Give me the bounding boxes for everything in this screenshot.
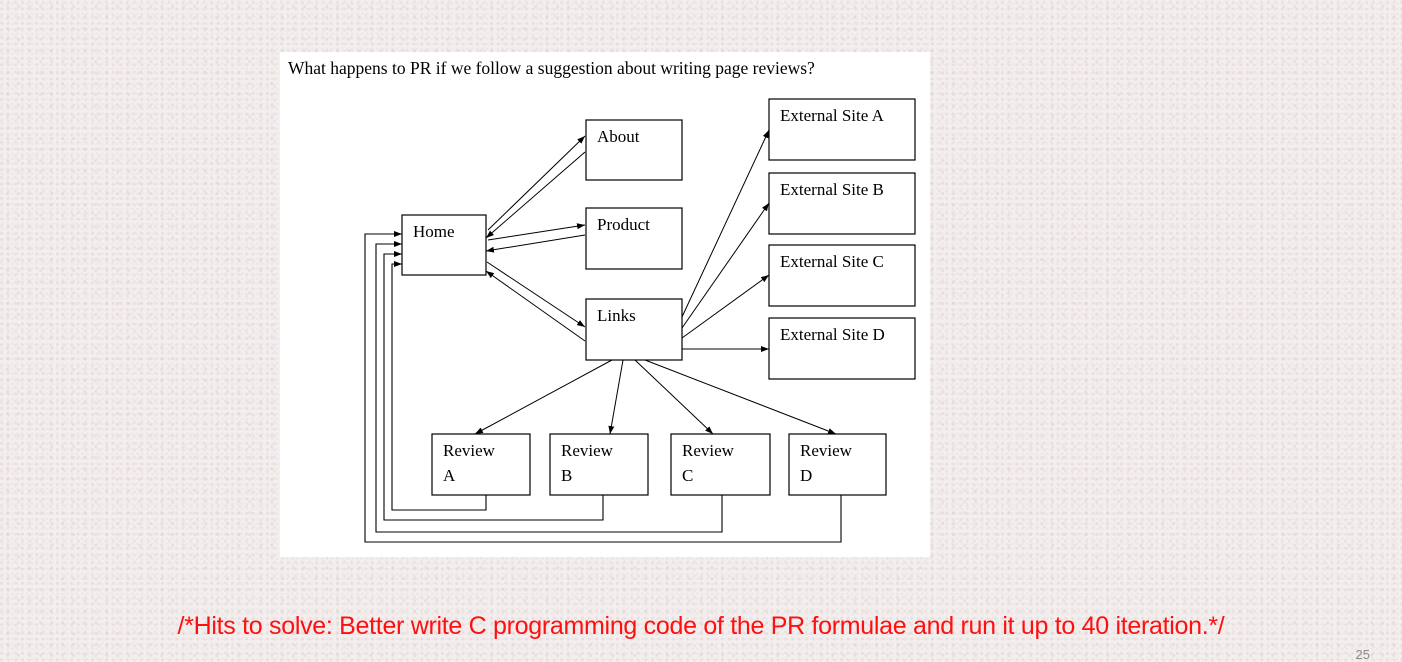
backlink-review-a-home — [391, 261, 487, 511]
node-label: Links — [597, 306, 636, 325]
node-label: B — [561, 466, 572, 485]
figure-caption: What happens to PR if we follow a sugges… — [288, 58, 815, 78]
review-backlinks — [364, 231, 842, 543]
edge-links-to-ext-a — [681, 129, 770, 318]
backlink-review-c-home — [375, 241, 723, 533]
edge-links-to-review-d — [644, 359, 837, 435]
edge-links-to-ext-c — [681, 274, 770, 339]
edge-links-to-review-a — [474, 359, 613, 435]
node-label: External Site A — [780, 106, 885, 125]
node-label: External Site D — [780, 325, 885, 344]
node-label: D — [800, 466, 812, 485]
node-ext-a: External Site A — [768, 98, 916, 161]
node-product: Product — [585, 207, 683, 270]
node-about: About — [585, 119, 683, 181]
node-label: Review — [800, 441, 853, 460]
node-label: C — [682, 466, 693, 485]
edge-product-to-home — [485, 234, 586, 253]
backlink-review-d-home — [364, 231, 842, 543]
node-ext-c: External Site C — [768, 244, 916, 307]
node-label: About — [597, 127, 640, 146]
backlink-review-b-home — [383, 251, 604, 521]
edge-links-to-review-b — [608, 359, 624, 435]
node-label: External Site C — [780, 252, 884, 271]
node-label: A — [443, 466, 456, 485]
page-number: 25 — [1355, 647, 1370, 662]
edge-links-to-review-c — [634, 359, 714, 435]
hint-footnote: /*Hits to solve: Better write C programm… — [177, 612, 1225, 640]
node-label: Product — [597, 215, 650, 234]
edge-home-to-links — [486, 261, 586, 328]
edge-links-to-ext-b — [681, 202, 770, 329]
node-label: Review — [682, 441, 735, 460]
node-label: Review — [561, 441, 614, 460]
node-label: External Site B — [780, 180, 884, 199]
edge-home-to-about — [487, 135, 586, 231]
node-ext-d: External Site D — [768, 317, 916, 380]
node-links: Links — [585, 298, 683, 361]
node-label: Home — [413, 222, 455, 241]
edge-about-to-home — [485, 151, 586, 239]
edge-home-to-product — [487, 223, 586, 241]
node-label: Review — [443, 441, 496, 460]
node-ext-b: External Site B — [768, 172, 916, 235]
pagerank-figure: What happens to PR if we follow a sugges… — [280, 52, 930, 557]
node-home: Home — [401, 214, 487, 276]
edge-links-to-home — [485, 270, 586, 342]
